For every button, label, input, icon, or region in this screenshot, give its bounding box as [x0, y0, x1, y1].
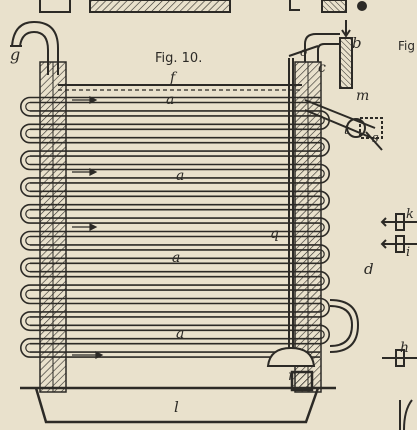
label-o: o	[300, 45, 307, 59]
coil-bend-left	[20, 284, 31, 305]
coil-bend-right-inner	[319, 302, 325, 313]
coil-bend-left-inner	[25, 155, 31, 166]
coil-bend-right-inner	[319, 276, 325, 286]
coil-bend-right	[319, 136, 330, 157]
coil-bend-right	[319, 163, 330, 184]
coil-bend-right-inner	[319, 249, 325, 259]
coil-bend-left-inner	[25, 262, 31, 273]
coil-bend-right-inner	[319, 329, 325, 340]
label-s: s	[372, 131, 379, 146]
coil-bend-left-inner	[25, 101, 31, 112]
coil-bend-right-inner	[319, 142, 325, 152]
label-m: m	[356, 88, 369, 104]
coil-bend-left	[20, 337, 31, 358]
coil-bend-left-inner	[25, 128, 31, 139]
coil-bend-left-inner	[25, 316, 31, 326]
coil-bend-left	[20, 177, 31, 198]
top-fragment	[39, 0, 367, 13]
inlet-pipe-g	[10, 20, 59, 75]
return-pipe-d	[329, 299, 360, 353]
label-c: c	[318, 60, 326, 76]
label-q: q	[270, 226, 279, 242]
coil-bend-right	[319, 217, 330, 238]
label-a-3: a	[172, 250, 180, 266]
label-a-4: a	[176, 326, 184, 342]
coil-bend-left-inner	[25, 343, 31, 353]
coil-bend-right-inner	[319, 195, 325, 206]
coil-bend-left	[20, 230, 31, 251]
label-b: b	[352, 34, 362, 52]
neighbor-caption: Fig	[398, 39, 415, 53]
label-h: h	[400, 340, 409, 356]
label-t: t	[344, 123, 350, 138]
coil-bend-right-inner	[319, 222, 325, 233]
tray-l	[20, 370, 336, 424]
coil-bend-right	[319, 270, 330, 291]
coil-bend-left-inner	[25, 235, 31, 246]
coil-bend-left-inner	[25, 209, 31, 219]
header-pipe-f	[58, 84, 302, 91]
right-fragment	[380, 213, 417, 430]
float-gauge	[266, 45, 319, 367]
right-wall	[294, 61, 322, 393]
coil-bend-right	[319, 190, 330, 211]
label-a-1: a	[166, 92, 174, 108]
label-a-2: a	[176, 168, 184, 184]
coil-bend-right	[319, 324, 330, 345]
coil-bend-left	[20, 123, 31, 144]
coil-bend-right	[319, 244, 330, 265]
coil-bend-left-inner	[25, 289, 31, 300]
coil-bend-left	[20, 150, 31, 171]
coil-bend-right	[319, 297, 330, 318]
coil-bend-left	[20, 203, 31, 224]
label-r: r	[288, 368, 296, 384]
label-g: g	[10, 45, 20, 64]
label-k: k	[406, 207, 414, 222]
label-d: d	[364, 260, 374, 278]
coil-bend-left	[20, 96, 31, 117]
coil-bend-left-inner	[25, 182, 31, 192]
coil-bend-left	[20, 257, 31, 278]
left-wall	[39, 61, 67, 393]
coil-tubes	[20, 96, 330, 358]
label-l: l	[174, 398, 179, 416]
figure-caption: Fig. 10.	[155, 51, 202, 66]
label-i: i	[406, 245, 410, 260]
valve-assembly	[304, 20, 383, 151]
coil-bend-left	[20, 311, 31, 332]
label-f: f	[169, 70, 178, 86]
flow-arrows	[72, 96, 104, 359]
coil-bend-right-inner	[319, 168, 325, 179]
